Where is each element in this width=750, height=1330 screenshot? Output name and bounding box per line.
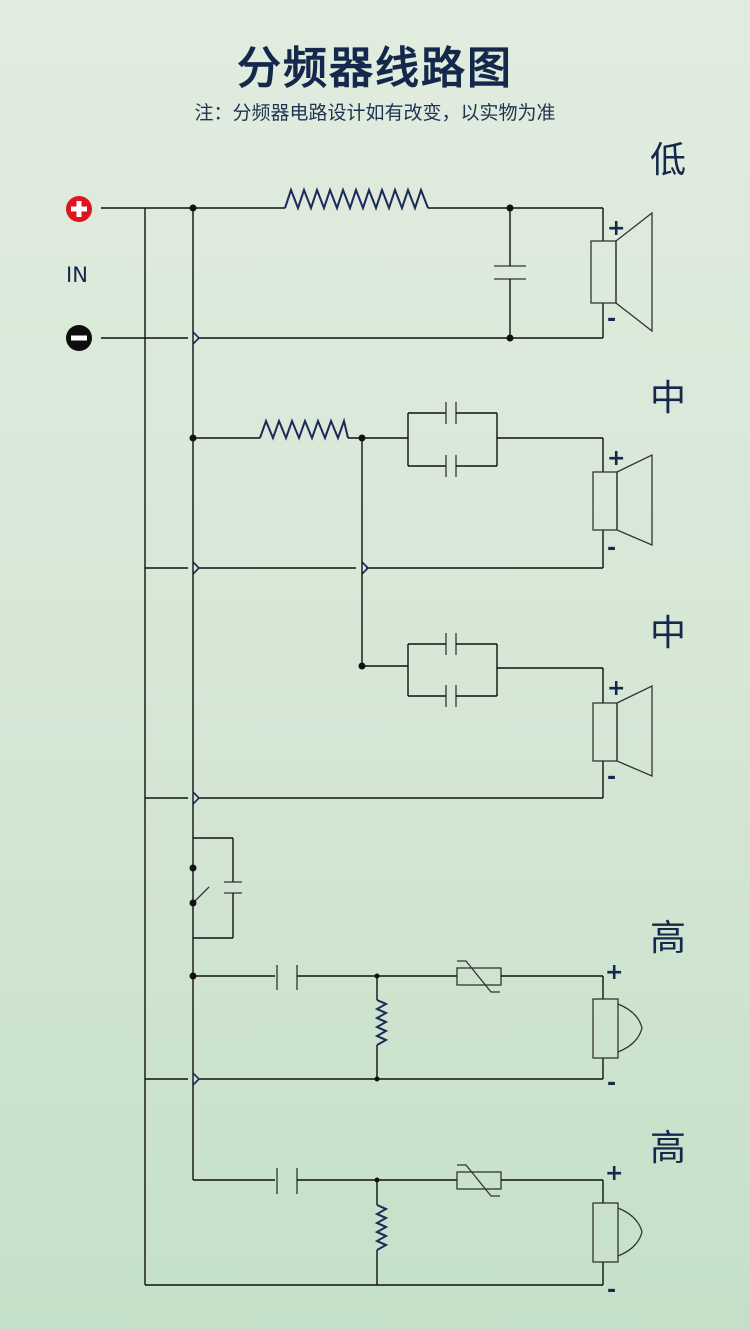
tweeter2-ptc-protector bbox=[456, 1164, 502, 1197]
midrange-speaker-icon bbox=[592, 684, 653, 777]
tweeter1-capacitor bbox=[276, 965, 298, 990]
negative-bus bbox=[101, 337, 603, 1286]
positive-terminal-icon bbox=[66, 196, 92, 222]
mid1-plus-label: + bbox=[607, 446, 625, 471]
low-minus-label: - bbox=[607, 307, 616, 332]
mid2-channel-label: 中 bbox=[650, 613, 686, 654]
page-subtitle: 注：分频器电路设计如有改变，以实物为准 bbox=[194, 102, 556, 124]
tweeter2-minus-label: - bbox=[607, 1278, 616, 1303]
mid2-minus-label: - bbox=[607, 765, 616, 790]
low-plus-label: + bbox=[607, 216, 625, 241]
tweeter2-capacitor bbox=[276, 1168, 298, 1194]
tweeter2-shunt-inductor bbox=[374, 1180, 389, 1285]
low-inductor bbox=[284, 187, 429, 211]
junction-dots bbox=[189, 204, 514, 1183]
midrange-speaker-icon bbox=[592, 453, 653, 546]
mid2-plus-label: + bbox=[607, 676, 625, 701]
mid1-channel-label: 中 bbox=[650, 378, 686, 419]
negative-terminal-icon bbox=[66, 325, 92, 351]
tweeter1-minus-label: - bbox=[607, 1071, 616, 1096]
tweeter1-shunt-inductor bbox=[374, 976, 389, 1079]
wire-crossover-hops bbox=[192, 331, 370, 1086]
mid-inductor bbox=[259, 417, 349, 441]
page-title: 分频器线路图 bbox=[237, 43, 513, 94]
tweeter1-plus-label: + bbox=[605, 960, 623, 985]
woofer-speaker-icon bbox=[590, 211, 653, 333]
low-channel-label: 低 bbox=[650, 140, 686, 181]
mid2-parallel-capacitors bbox=[407, 633, 498, 707]
tweeter-switch bbox=[192, 837, 242, 939]
mid1-parallel-capacitors bbox=[407, 402, 498, 477]
tweeter1-ptc-protector bbox=[456, 960, 502, 993]
tweeter1-channel-label: 高 bbox=[650, 918, 686, 959]
positive-bus bbox=[101, 207, 285, 1181]
low-shunt-capacitor bbox=[494, 208, 526, 338]
tweeter2-plus-label: + bbox=[605, 1161, 623, 1186]
tweeter2-channel-label: 高 bbox=[650, 1128, 686, 1169]
input-label: IN bbox=[66, 263, 88, 287]
tweeter-speaker-icon bbox=[592, 1202, 643, 1263]
tweeter-speaker-icon bbox=[592, 998, 643, 1059]
mid1-minus-label: - bbox=[607, 536, 616, 561]
